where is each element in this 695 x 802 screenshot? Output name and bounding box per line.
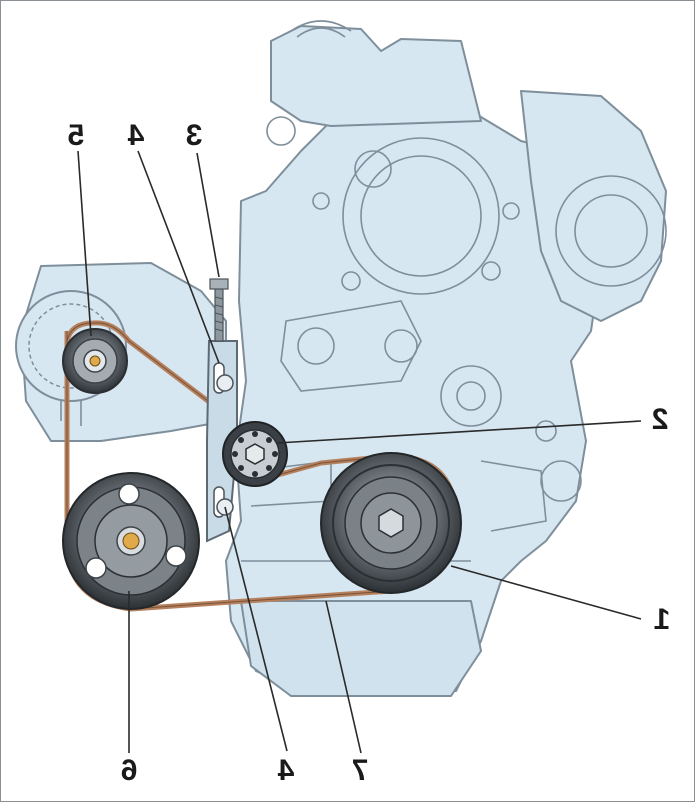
callout-7: 7 xyxy=(351,754,369,787)
leader-2 xyxy=(276,420,642,444)
callout-4-bottom: 4 xyxy=(277,754,295,787)
leader-3 xyxy=(196,152,220,278)
leader-5 xyxy=(77,150,92,337)
callout-6: 6 xyxy=(120,754,138,787)
callout-2: 2 xyxy=(651,403,669,436)
tensioner-roller xyxy=(222,421,288,487)
callout-4-top: 4 xyxy=(127,119,145,152)
leader-lines xyxy=(77,150,642,754)
callout-5: 5 xyxy=(67,119,85,152)
alternator-pulley xyxy=(62,328,128,394)
coolant-pump-pulley xyxy=(62,472,200,610)
crankshaft-pulley xyxy=(320,452,462,594)
callout-3: 3 xyxy=(185,119,203,152)
callout-1: 1 xyxy=(653,603,671,636)
leader-1 xyxy=(450,565,642,620)
leader-7 xyxy=(325,600,362,754)
leader-4b xyxy=(224,506,288,752)
leader-4a xyxy=(137,150,220,364)
tensioner-bracket xyxy=(206,278,238,543)
